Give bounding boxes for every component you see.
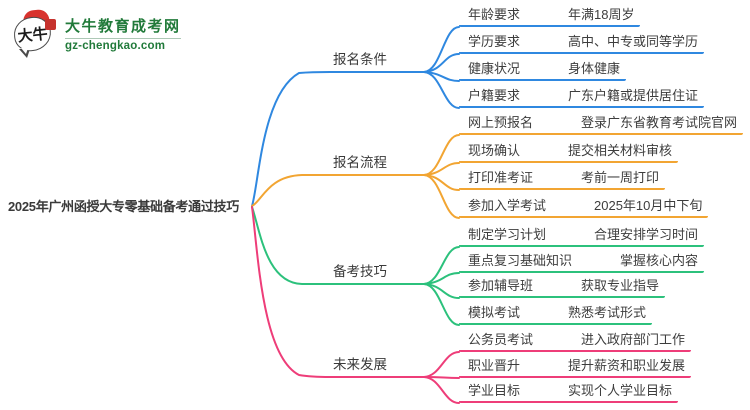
leaf-value: 实现个人学业目标 [568, 383, 673, 398]
leaf-review-basics: 重点复习基础知识 掌握核心内容 [459, 252, 705, 273]
leaf-age-requirement: 年龄要求 年满18周岁 [459, 6, 641, 27]
leaf-career-promotion: 职业晋升 提升薪资和职业发展 [459, 357, 692, 378]
logo-site-name: 大牛教育成考网 [65, 17, 181, 35]
leaf-value: 掌握核心内容 [620, 253, 699, 268]
leaf-label: 网上预报名 [468, 115, 534, 130]
leaf-value: 身体健康 [568, 61, 621, 76]
leaf-label: 公务员考试 [468, 332, 534, 347]
leaf-label: 户籍要求 [468, 88, 521, 103]
leaf-study-plan: 制定学习计划 合理安排学习时间 [459, 226, 705, 247]
leaf-value: 登录广东省教育考试院官网 [581, 115, 738, 130]
leaf-value: 获取专业指导 [581, 278, 660, 293]
leaf-civil-service-exam: 公务员考试 进入政府部门工作 [459, 331, 692, 352]
leaf-value: 2025年10月中下旬 [594, 198, 703, 213]
leaf-value: 高中、中专或同等学历 [568, 34, 699, 49]
leaf-tutoring-class: 参加辅导班 获取专业指导 [459, 277, 666, 298]
leaf-value: 合理安排学习时间 [594, 227, 699, 242]
leaf-value: 熟悉考试形式 [568, 305, 647, 320]
leaf-value: 提交相关材料审核 [568, 143, 673, 158]
site-logo[interactable]: 大牛 大牛教育成考网 gz-chengkao.com [12, 8, 181, 58]
leaf-onsite-confirmation: 现场确认 提交相关材料审核 [459, 142, 679, 163]
leaf-label: 重点复习基础知识 [468, 253, 573, 268]
leaf-education-requirement: 学历要求 高中、中专或同等学历 [459, 33, 705, 54]
leaf-value: 考前一周打印 [581, 170, 660, 185]
leaf-value: 年满18周岁 [568, 7, 635, 22]
leaf-print-admission-ticket: 打印准考证 考前一周打印 [459, 169, 666, 190]
leaf-residence-requirement: 户籍要求 广东户籍或提供居住证 [459, 87, 705, 108]
leaf-academic-goal: 学业目标 实现个人学业目标 [459, 382, 679, 403]
logo-icon-text: 大牛 [16, 23, 49, 46]
branch-label-future: 未来发展 [333, 357, 387, 372]
leaf-label: 打印准考证 [468, 170, 534, 185]
leaf-label: 职业晋升 [468, 358, 521, 373]
leaf-label: 年龄要求 [468, 7, 521, 22]
leaf-label: 参加入学考试 [468, 198, 547, 213]
branch-label-enroll-conditions: 报名条件 [333, 52, 387, 67]
branch-label-prep-tips: 备考技巧 [333, 264, 387, 279]
logo-red-seal [45, 19, 56, 30]
leaf-value: 提升薪资和职业发展 [568, 358, 686, 373]
leaf-health-requirement: 健康状况 身体健康 [459, 60, 627, 81]
leaf-label: 现场确认 [468, 143, 521, 158]
leaf-label: 制定学习计划 [468, 227, 547, 242]
leaf-label: 模拟考试 [468, 305, 521, 320]
leaf-value: 广东户籍或提供居住证 [568, 88, 699, 103]
branch-curve-enroll-process [251, 134, 460, 219]
leaf-online-preregistration: 网上预报名 登录广东省教育考试院官网 [459, 114, 744, 135]
mindmap-root-title: 2025年广州函授大专零基础备考通过技巧 [8, 199, 239, 214]
leaf-entrance-exam: 参加入学考试 2025年10月中下旬 [459, 197, 709, 218]
leaf-label: 学业目标 [468, 383, 521, 398]
branch-label-enroll-process: 报名流程 [333, 155, 387, 170]
logo-site-domain: gz-chengkao.com [65, 37, 181, 52]
leaf-value: 进入政府部门工作 [581, 332, 686, 347]
leaf-label: 学历要求 [468, 34, 521, 49]
leaf-label: 健康状况 [468, 61, 521, 76]
logo-bull-icon: 大牛 [12, 8, 58, 58]
leaf-label: 参加辅导班 [468, 278, 534, 293]
leaf-mock-exam: 模拟考试 熟悉考试形式 [459, 304, 653, 325]
